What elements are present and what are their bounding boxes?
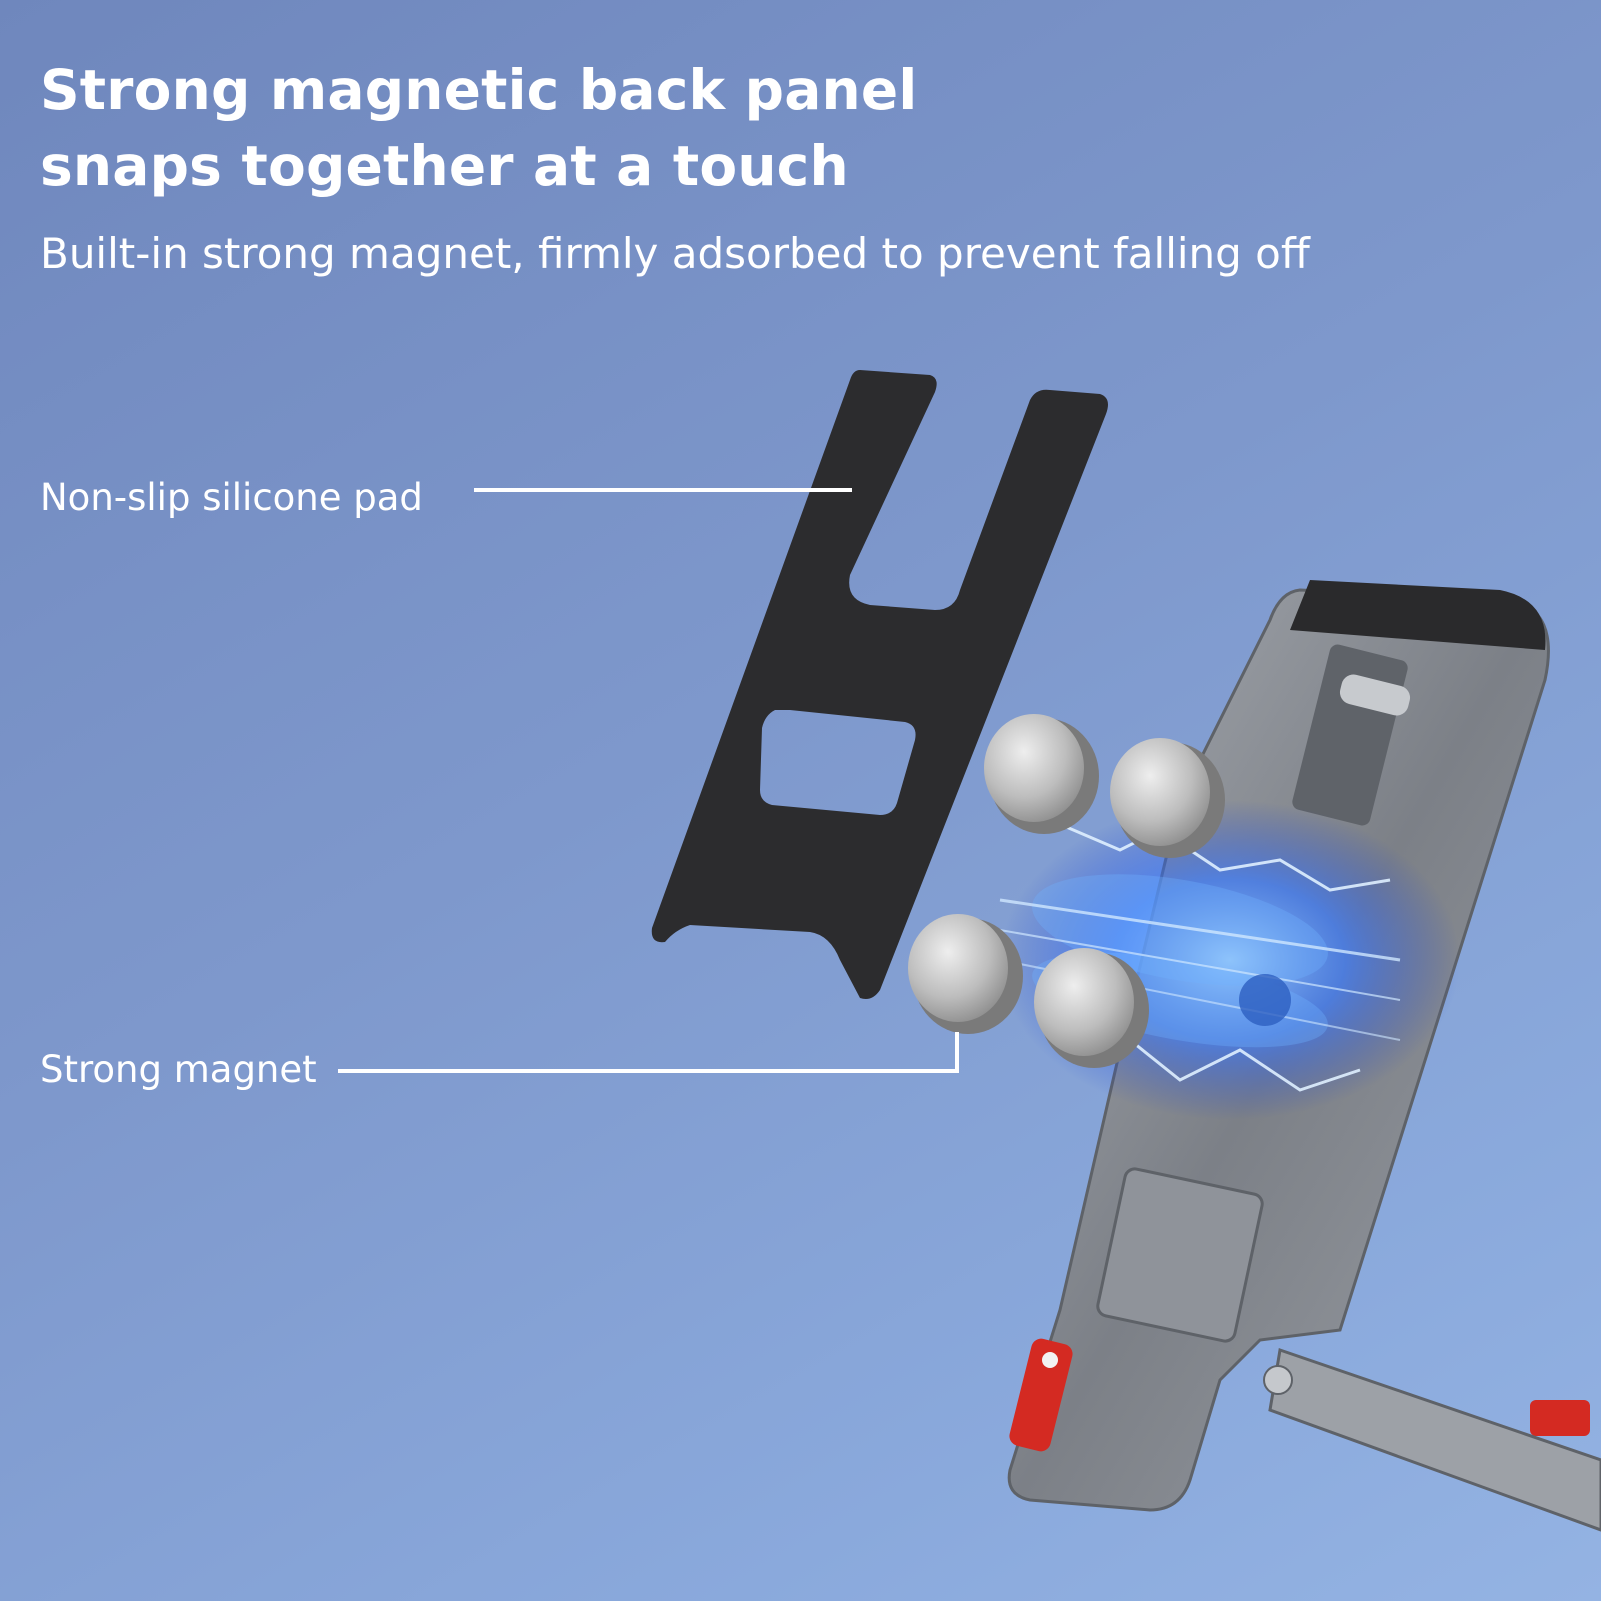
holder-kickstand [1096,1167,1264,1343]
magnet-coin [984,714,1099,834]
headline: Strong magnetic back panel snaps togethe… [40,52,917,204]
magnet-coin [1110,738,1225,858]
holder-arm [1268,1348,1601,1532]
subheadline: Built-in strong magnet, firmly adsorbed … [40,229,1310,278]
headline-line-2: snaps together at a touch [40,134,849,198]
magnet-coin [1034,948,1149,1068]
lock-button-left [1009,1338,1073,1452]
silicone-pad [651,370,1108,999]
lock-button-right [1530,1400,1590,1436]
magnet-leader-line [338,1032,959,1073]
magnet-coins [908,714,1225,1068]
headline-line-1: Strong magnetic back panel [40,58,918,122]
magnet-callout-label: Strong magnet [40,1048,317,1091]
holder-top-cap [1290,580,1546,650]
pad-callout-label: Non-slip silicone pad [40,476,423,519]
magnet-coin [908,914,1023,1034]
